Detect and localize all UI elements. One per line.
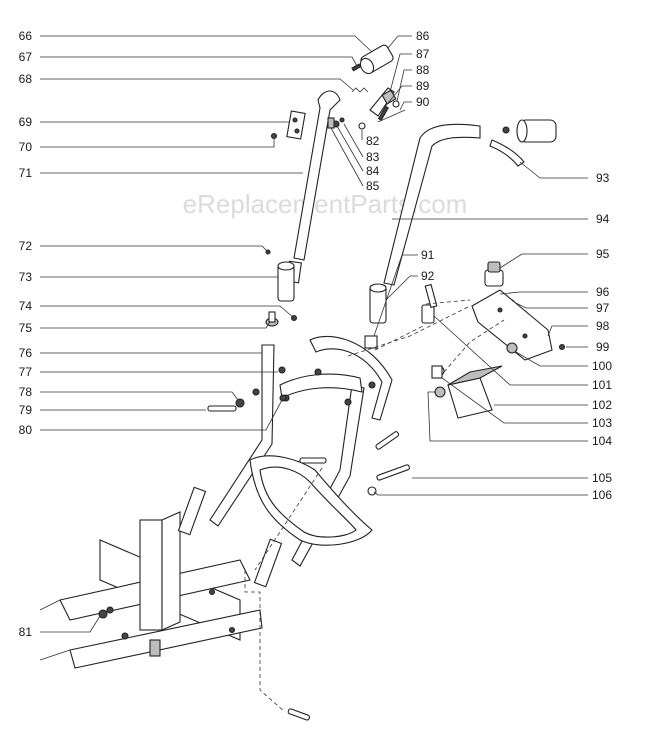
- callout-75: 75: [19, 321, 33, 335]
- callout-96: 96: [596, 285, 610, 299]
- callout-71: 71: [19, 166, 33, 180]
- callout-100: 100: [592, 359, 612, 373]
- mounting-plate-98: [471, 289, 553, 361]
- watermark-text: eReplacementParts.com: [183, 189, 468, 219]
- callout-104: 104: [592, 434, 612, 448]
- cap-87: [381, 89, 397, 105]
- spring-68: [351, 87, 369, 93]
- callout-66: 66: [19, 29, 33, 43]
- callout-81: 81: [19, 625, 33, 639]
- lower-handle-frame: [177, 335, 393, 588]
- callout-91: 91: [421, 248, 435, 262]
- chassis-frame: [39, 511, 263, 669]
- nut-77: [278, 366, 286, 374]
- box-cover-102: [447, 365, 503, 419]
- callout-87: 87: [416, 47, 430, 61]
- callout-72: 72: [19, 239, 33, 253]
- rod-90: [377, 109, 406, 123]
- callout-89: 89: [416, 79, 430, 93]
- spring-89: [377, 105, 389, 121]
- right-upper-handle: [383, 123, 481, 286]
- screw-70: [270, 132, 278, 140]
- grip-66: [359, 44, 394, 75]
- callout-95: 95: [596, 247, 610, 261]
- callout-68: 68: [19, 72, 33, 86]
- callout-69: 69: [19, 115, 33, 129]
- callout-84: 84: [366, 164, 380, 178]
- washer-88: [392, 100, 400, 108]
- bolt-79: [207, 405, 237, 412]
- control-lever-93: [489, 119, 557, 167]
- callout-106: 106: [592, 488, 612, 502]
- washer-82: [358, 122, 366, 130]
- callout-93: 93: [596, 171, 610, 185]
- assembly-dashed-lines: [244, 299, 505, 713]
- callout-85: 85: [366, 179, 380, 193]
- bushing-85: [327, 117, 335, 129]
- spacer-103: [431, 365, 445, 379]
- bushing-91: [364, 335, 378, 349]
- tube-sleeve-92: [369, 283, 387, 324]
- washer-78: [235, 398, 245, 408]
- bolt-center-right: [375, 431, 400, 450]
- callout-101: 101: [592, 378, 612, 392]
- callout-76: 76: [19, 346, 33, 360]
- bolt-81: [98, 609, 108, 619]
- callout-86: 86: [416, 29, 430, 43]
- bracket-69: [286, 110, 306, 140]
- nut-100: [506, 342, 518, 354]
- callout-78: 78: [19, 385, 33, 399]
- washer-106: [367, 486, 377, 496]
- nut-104: [434, 386, 446, 398]
- pin-67: [351, 63, 362, 72]
- callout-labels: 66 67 68 69 70 71 72 73 74 75 76 77 78 7…: [19, 29, 613, 639]
- callout-92: 92: [421, 269, 435, 283]
- callout-82: 82: [366, 134, 380, 148]
- switch-95: [484, 261, 504, 287]
- callout-70: 70: [19, 140, 33, 154]
- knob-75: [265, 311, 279, 327]
- callout-83: 83: [366, 150, 380, 164]
- callout-97: 97: [596, 301, 610, 315]
- callout-103: 103: [592, 416, 612, 430]
- bolt-105: [376, 464, 410, 481]
- screw-99: [558, 343, 566, 351]
- nut-80: [279, 394, 287, 402]
- callout-99: 99: [596, 340, 610, 354]
- callout-77: 77: [19, 365, 33, 379]
- callout-79: 79: [19, 403, 33, 417]
- screw-83: [339, 117, 345, 123]
- callout-67: 67: [19, 50, 33, 64]
- callout-98: 98: [596, 319, 610, 333]
- callout-80: 80: [19, 423, 33, 437]
- callout-94: 94: [596, 212, 610, 226]
- callout-102: 102: [592, 398, 612, 412]
- callout-90: 90: [416, 95, 430, 109]
- tube-sleeve-73: [277, 261, 295, 302]
- bolt-center: [299, 457, 327, 464]
- callout-73: 73: [19, 270, 33, 284]
- callout-leaders: [40, 35, 588, 633]
- callout-74: 74: [19, 299, 33, 313]
- bolt-lower: [287, 708, 311, 721]
- callout-88: 88: [416, 63, 430, 77]
- actuator-101: [421, 283, 438, 324]
- callout-105: 105: [592, 471, 612, 485]
